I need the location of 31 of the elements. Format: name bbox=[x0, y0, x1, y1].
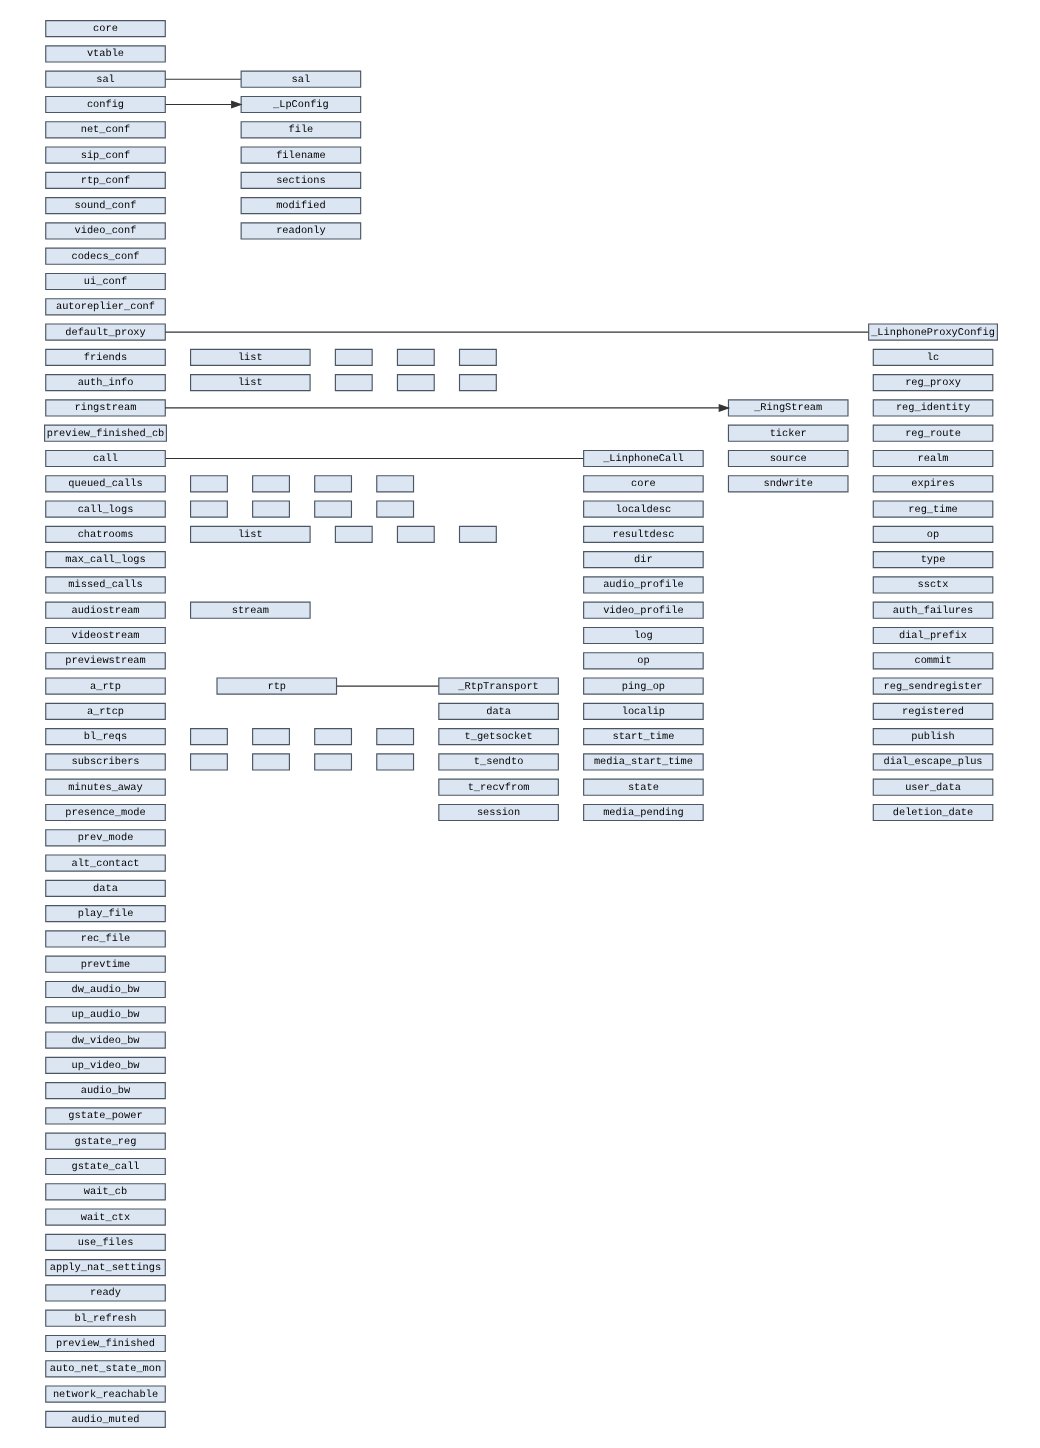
node-box bbox=[189, 728, 227, 746]
node-box bbox=[375, 753, 414, 771]
node-box bbox=[457, 348, 496, 366]
node-box bbox=[313, 475, 352, 493]
node-box bbox=[313, 500, 352, 518]
node-box bbox=[189, 753, 227, 771]
node-box bbox=[313, 728, 352, 746]
node-box bbox=[375, 500, 414, 518]
node-box bbox=[395, 348, 434, 366]
node-box bbox=[457, 525, 496, 543]
node-box bbox=[251, 728, 289, 746]
node-box bbox=[395, 525, 434, 543]
node-box bbox=[375, 475, 414, 493]
node-box bbox=[333, 374, 372, 392]
node-box bbox=[251, 500, 289, 518]
node-box bbox=[395, 374, 434, 392]
connector bbox=[335, 685, 439, 687]
node-box bbox=[375, 728, 414, 746]
connector bbox=[163, 78, 241, 80]
node-box bbox=[457, 374, 496, 392]
node-box bbox=[333, 348, 372, 366]
arrow bbox=[163, 100, 242, 109]
arrow bbox=[163, 403, 730, 412]
node-box bbox=[313, 753, 352, 771]
connector bbox=[163, 331, 868, 333]
node-box bbox=[189, 500, 227, 518]
connector bbox=[164, 457, 583, 460]
node-box bbox=[251, 753, 289, 771]
node-box bbox=[251, 475, 289, 493]
node-box bbox=[189, 475, 227, 493]
node-box bbox=[333, 525, 372, 543]
